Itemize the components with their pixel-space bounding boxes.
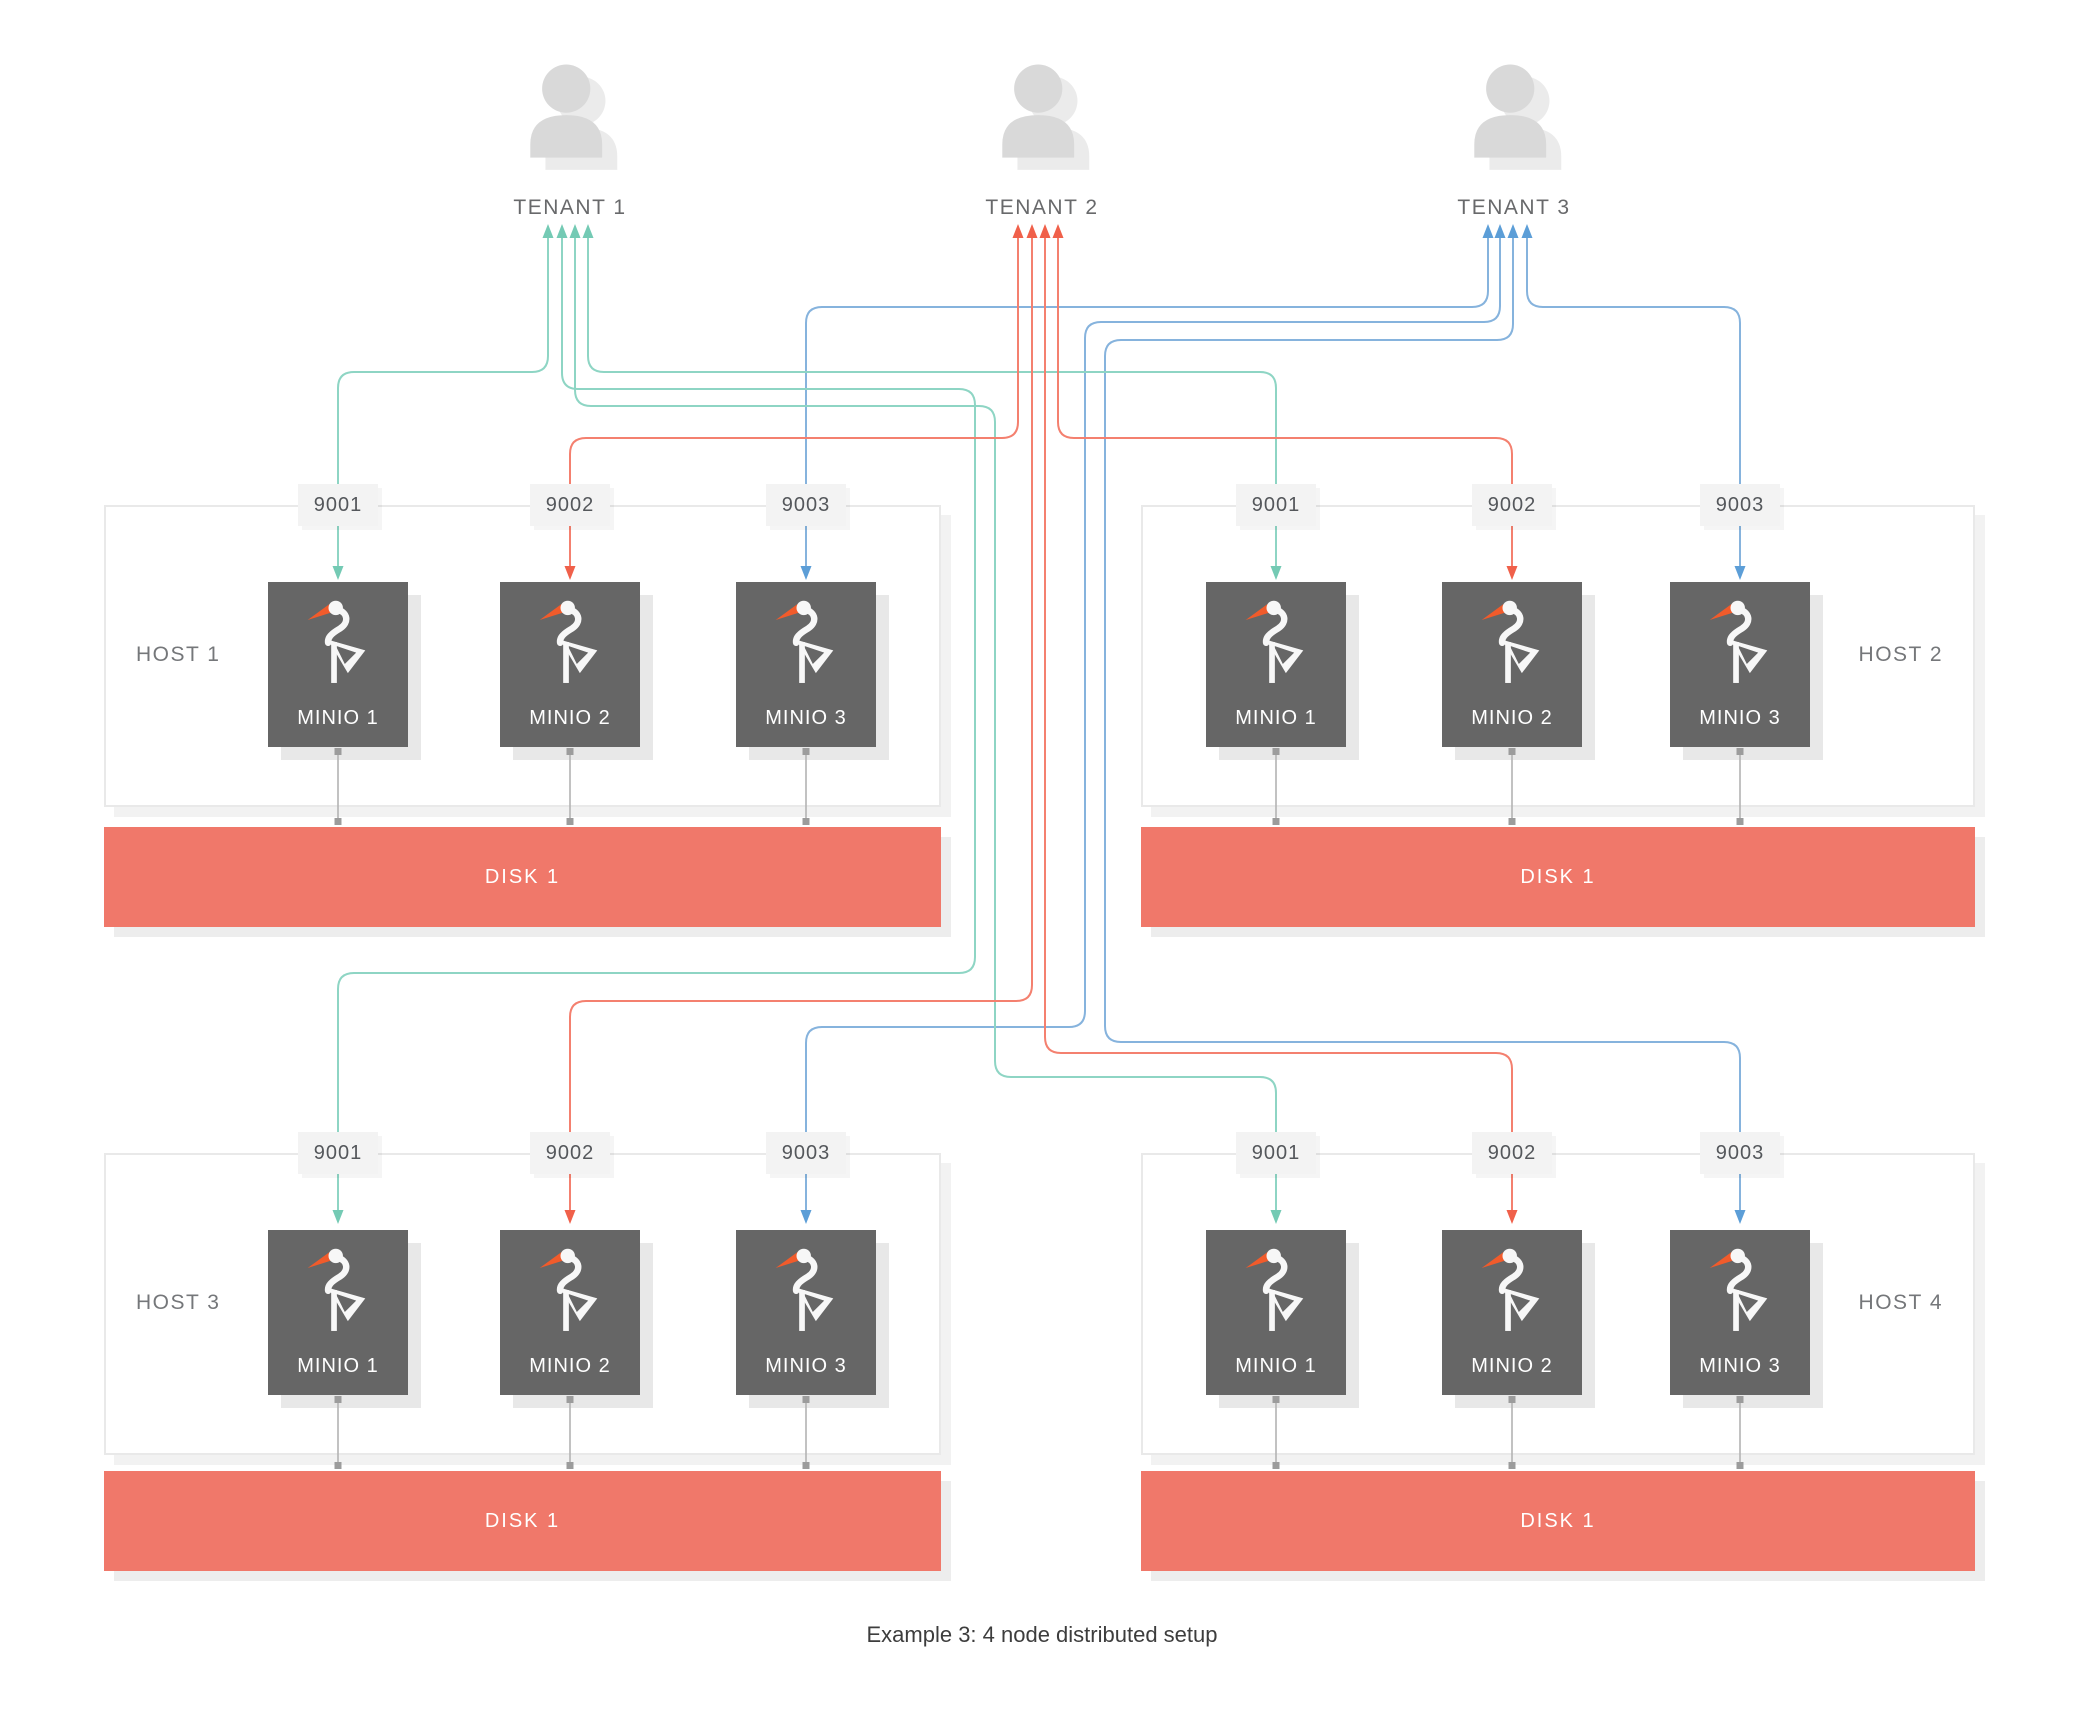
host-4-disk-label: DISK 1 — [1520, 1509, 1596, 1532]
host-2-port-9002: 9002 — [1472, 484, 1552, 526]
host-3-port-9002: 9002 — [530, 1132, 610, 1174]
minio-logo-icon — [532, 1243, 608, 1339]
minio-logo-icon — [300, 1243, 376, 1339]
minio-node-label: MINIO 2 — [529, 1355, 611, 1377]
tenant-3-label: TENANT 3 — [1457, 196, 1571, 219]
host-1-label: HOST 1 — [136, 643, 221, 666]
host-4-label: HOST 4 — [1858, 1291, 1943, 1314]
minio-node-label: MINIO 2 — [1471, 1355, 1553, 1377]
host-1-port-9001: 9001 — [298, 484, 378, 526]
minio-bird-icon — [539, 1248, 598, 1331]
person-icon — [1002, 64, 1090, 170]
host-3-minio-node-3: MINIO 3 — [736, 1230, 876, 1395]
host-4-minio-node-2: MINIO 2 — [1442, 1230, 1582, 1395]
host-4-minio-node-1: MINIO 1 — [1206, 1230, 1346, 1395]
host-4-disk-bar: DISK 1 — [1141, 1471, 1975, 1571]
tenant-3-icon — [1462, 44, 1566, 177]
person-icon — [1474, 64, 1562, 170]
host-1-port-9002: 9002 — [530, 484, 610, 526]
minio-node-label: MINIO 1 — [1235, 1355, 1317, 1377]
minio-node-label: MINIO 1 — [297, 1355, 379, 1377]
host-2-port-9001: 9001 — [1236, 484, 1316, 526]
tenant-1-label: TENANT 1 — [513, 196, 627, 219]
minio-bird-icon — [307, 1248, 366, 1331]
tenant-1-icon — [518, 44, 622, 177]
host-3-port-9001: 9001 — [298, 1132, 378, 1174]
host-4-port-9003: 9003 — [1700, 1132, 1780, 1174]
host-1-port-9003: 9003 — [766, 484, 846, 526]
person-icon — [530, 64, 618, 170]
minio-node-label: MINIO 3 — [765, 1355, 847, 1377]
minio-logo-icon — [1474, 1243, 1550, 1339]
host-3-disk-bar: DISK 1 — [104, 1471, 941, 1571]
host-3-disk-label: DISK 1 — [484, 1509, 561, 1532]
host-2-label: HOST 2 — [1858, 643, 1943, 666]
minio-bird-icon — [1245, 1248, 1304, 1331]
minio-bird-icon — [1709, 1248, 1768, 1331]
host-2-port-9003: 9003 — [1700, 484, 1780, 526]
tenant-2-icon — [990, 44, 1094, 177]
minio-logo-icon — [768, 1243, 844, 1339]
diagram-caption: Example 3: 4 node distributed setup — [866, 1622, 1218, 1647]
host-3-minio-node-1: MINIO 1 — [268, 1230, 408, 1395]
tenant-2-label: TENANT 2 — [985, 196, 1099, 219]
host-3-minio-node-2: MINIO 2 — [500, 1230, 640, 1395]
minio-node-label: MINIO 3 — [1699, 1355, 1781, 1377]
host-4-port-9002: 9002 — [1472, 1132, 1552, 1174]
minio-bird-icon — [1481, 1248, 1540, 1331]
host-3-port-9003: 9003 — [766, 1132, 846, 1174]
host-4-port-9001: 9001 — [1236, 1132, 1316, 1174]
minio-logo-icon — [1238, 1243, 1314, 1339]
minio-bird-icon — [775, 1248, 834, 1331]
host-3-label: HOST 3 — [136, 1291, 221, 1314]
minio-logo-icon — [1702, 1243, 1778, 1339]
host-4-minio-node-3: MINIO 3 — [1670, 1230, 1810, 1395]
